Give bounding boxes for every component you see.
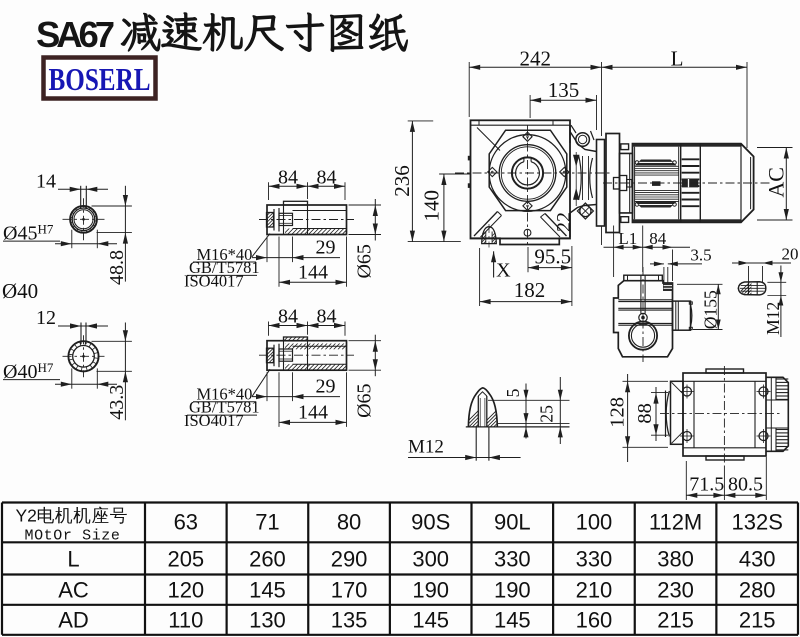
svg-text:3.5: 3.5 (690, 245, 711, 264)
svg-text:ISO4017: ISO4017 (184, 271, 244, 290)
svg-text:130: 130 (249, 608, 286, 633)
svg-text:14: 14 (36, 170, 56, 192)
svg-text:260: 260 (249, 546, 286, 571)
svg-text:215: 215 (657, 608, 694, 633)
svg-text:M16*40: M16*40 (197, 385, 253, 404)
svg-text:110: 110 (168, 608, 203, 633)
svg-text:12: 12 (36, 307, 56, 329)
svg-text:BOSERL: BOSERL (49, 62, 151, 97)
svg-text:29: 29 (316, 237, 336, 259)
svg-text:AC: AC (764, 167, 789, 198)
svg-text:84: 84 (278, 306, 298, 328)
svg-text:430: 430 (739, 546, 776, 571)
svg-text:290: 290 (331, 546, 368, 571)
svg-text:182: 182 (514, 278, 546, 302)
svg-text:M12: M12 (763, 302, 783, 335)
svg-text:25: 25 (536, 405, 556, 423)
svg-text:145: 145 (249, 578, 286, 603)
svg-text:71.5: 71.5 (689, 474, 724, 496)
svg-text:63: 63 (174, 510, 198, 535)
svg-text:Ø65: Ø65 (354, 383, 376, 417)
svg-text:20: 20 (782, 244, 799, 263)
svg-text:90S: 90S (411, 510, 450, 535)
svg-text:Ø155: Ø155 (700, 290, 720, 329)
svg-text:380: 380 (657, 546, 694, 571)
svg-text:145: 145 (494, 608, 531, 633)
svg-text:144: 144 (298, 261, 328, 283)
svg-text:135: 135 (548, 78, 580, 102)
svg-text:SA67: SA67 (36, 14, 115, 55)
svg-text:230: 230 (657, 578, 694, 603)
svg-text:48.8: 48.8 (106, 250, 128, 285)
svg-text:84: 84 (649, 229, 667, 248)
svg-text:M16*40: M16*40 (197, 245, 253, 264)
svg-text:190: 190 (412, 578, 449, 603)
svg-text:MOtOr Size: MOtOr Size (24, 528, 120, 545)
svg-text:5: 5 (503, 388, 523, 397)
svg-text:84: 84 (317, 166, 337, 188)
svg-text:144: 144 (298, 401, 328, 423)
svg-text:215: 215 (739, 608, 776, 633)
svg-text:236: 236 (390, 165, 414, 197)
svg-text:132S: 132S (731, 510, 782, 535)
svg-text:210: 210 (576, 578, 613, 603)
svg-text:X: X (496, 260, 511, 282)
svg-text:90L: 90L (494, 510, 531, 535)
svg-text:22: 22 (553, 212, 575, 232)
svg-text:AC: AC (58, 578, 89, 603)
svg-text:88: 88 (634, 403, 656, 424)
svg-text:300: 300 (412, 546, 449, 571)
svg-text:ISO4017: ISO4017 (184, 411, 244, 430)
svg-text:190: 190 (494, 578, 531, 603)
svg-text:128: 128 (607, 397, 629, 428)
svg-text:GB/T5781: GB/T5781 (189, 258, 260, 277)
svg-text:M12: M12 (408, 436, 444, 457)
svg-text:43.3: 43.3 (106, 385, 128, 420)
svg-text:112M: 112M (649, 510, 702, 535)
svg-text:145: 145 (412, 608, 449, 633)
svg-text:84: 84 (278, 166, 298, 188)
svg-text:84: 84 (317, 306, 337, 328)
svg-text:L1: L1 (618, 229, 637, 248)
svg-text:Y2: Y2 (16, 506, 37, 526)
svg-text:AD: AD (58, 608, 89, 633)
svg-text:L: L (67, 546, 79, 571)
svg-text:80: 80 (337, 510, 361, 535)
svg-text:Ø40: Ø40 (2, 279, 38, 303)
svg-text:242: 242 (520, 46, 552, 70)
svg-text:95.5: 95.5 (534, 244, 571, 268)
svg-text:80.5: 80.5 (728, 474, 763, 496)
svg-text:205: 205 (167, 546, 204, 571)
svg-text:71: 71 (255, 510, 279, 535)
svg-text:140: 140 (419, 190, 443, 222)
svg-text:330: 330 (576, 546, 613, 571)
svg-text:L: L (671, 46, 684, 70)
svg-text:280: 280 (739, 578, 776, 603)
svg-text:Ø65: Ø65 (354, 244, 376, 278)
svg-text:29: 29 (316, 376, 336, 398)
svg-text:135: 135 (331, 608, 368, 633)
svg-text:170: 170 (331, 578, 368, 603)
svg-text:GB/T5781: GB/T5781 (189, 398, 260, 417)
svg-text:100: 100 (576, 510, 613, 535)
svg-text:330: 330 (494, 546, 531, 571)
svg-text:120: 120 (167, 578, 204, 603)
svg-text:160: 160 (576, 608, 613, 633)
